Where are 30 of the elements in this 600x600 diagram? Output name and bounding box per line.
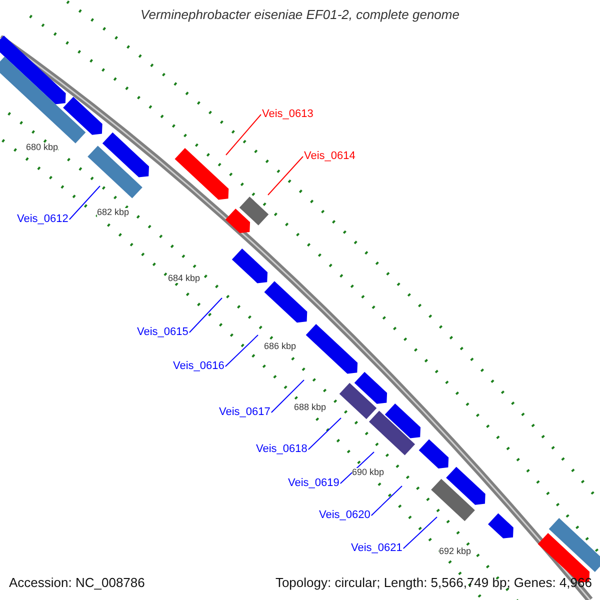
gene-label: Veis_0618: [256, 444, 308, 455]
leader-line: [226, 114, 262, 156]
gene-label: Veis_0619: [288, 478, 340, 489]
leader-line: [224, 334, 258, 367]
leader-line: [270, 380, 304, 413]
gene-label: Veis_0621: [351, 543, 402, 554]
accession-text: Accession: NC_008786: [9, 576, 145, 589]
gene-label: Veis_0616: [173, 361, 224, 372]
scale-label: 688 kbp: [294, 403, 326, 412]
leader-line: [340, 452, 374, 484]
scale-label: 692 kbp: [439, 547, 472, 556]
leader-line: [308, 418, 342, 450]
scale-label: 682 kbp: [97, 208, 130, 217]
leader-line: [68, 186, 100, 220]
scale-label: 690 kbp: [352, 468, 384, 477]
leader-line: [268, 156, 304, 196]
diagram-title: Verminephrobacter eiseniae EF01-2, complete genome: [140, 8, 460, 21]
scale-label: 680 kbp: [26, 143, 58, 152]
leader-line: [370, 486, 402, 516]
leader-line: [402, 516, 438, 549]
leader-line: [188, 298, 222, 333]
gene-label: Veis_0620: [319, 510, 370, 521]
scale-label: 684 kbp: [168, 274, 200, 283]
gene-label: Veis_0615: [137, 327, 188, 338]
gene-label: Veis_0613: [262, 109, 314, 120]
gene-label: Veis_0612: [17, 214, 68, 225]
genome-info-text: Topology: circular; Length: 5,566,749 bp; Genes: 4,966: [275, 576, 592, 589]
scale-label: 686 kbp: [264, 342, 296, 351]
gene-label: Veis_0614: [304, 151, 356, 162]
gene-label: Veis_0617: [219, 407, 270, 418]
